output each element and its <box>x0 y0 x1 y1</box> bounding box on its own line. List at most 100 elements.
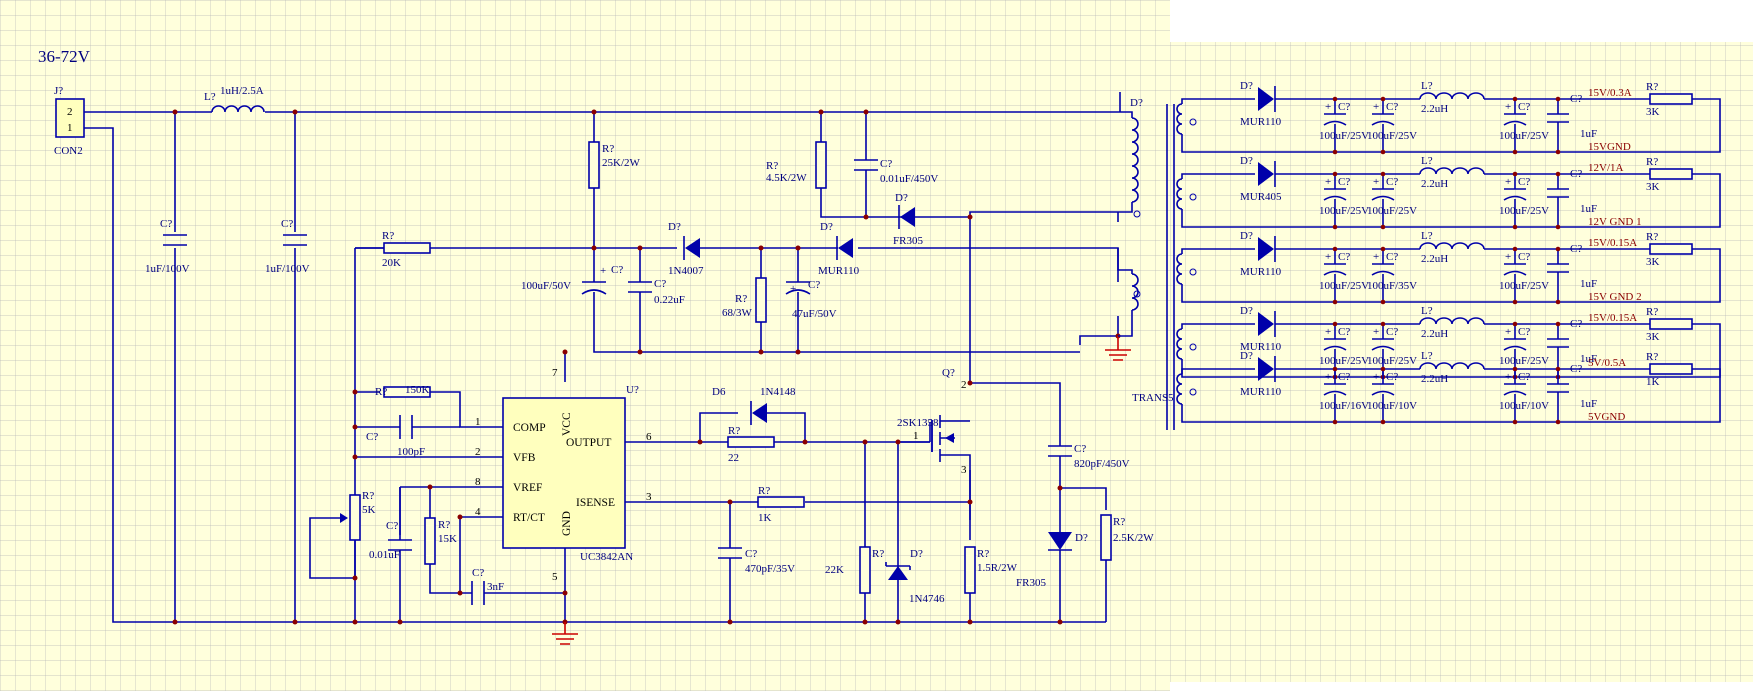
output-channel-1: D?MUR110L?2.2uH+C?100uF/25V+C?100uF/25V+… <box>1176 80 1721 155</box>
svg-text:4: 4 <box>475 506 481 518</box>
cap-polarity-mark: + <box>1373 371 1379 383</box>
output-diode <box>1258 312 1274 336</box>
svg-text:1K: 1K <box>758 512 772 524</box>
output-cap-ref: C? <box>1386 371 1398 383</box>
output-diode-value: MUR110 <box>1240 386 1282 398</box>
svg-text:Q?: Q? <box>942 367 955 379</box>
output-cap-ref: C? <box>1338 176 1350 188</box>
svg-text:1.5R/2W: 1.5R/2W <box>977 562 1018 574</box>
pot-5k: R? 5K <box>340 490 376 541</box>
cap-3nf: C? 3nF <box>471 567 504 605</box>
svg-text:1uH/2.5A: 1uH/2.5A <box>220 85 264 97</box>
cap-0u01: C? 0.01uF <box>369 487 412 561</box>
connector-name: CON2 <box>54 145 83 157</box>
svg-text:22K: 22K <box>825 564 844 576</box>
cap-polarity-mark: + <box>1373 251 1379 263</box>
svg-text:OUTPUT: OUTPUT <box>566 437 611 449</box>
output-voltage-label: 12V/1A <box>1588 162 1624 174</box>
svg-text:8: 8 <box>475 476 481 488</box>
output-load-resistor-ref: R? <box>1646 231 1658 243</box>
input-inductor: L? 1uH/2.5A <box>204 85 265 113</box>
svg-text:C?: C? <box>281 218 293 230</box>
output-inductor <box>1419 92 1485 100</box>
snubber-diode-fr305: D? FR305 <box>1016 510 1088 589</box>
svg-text:2SK1358: 2SK1358 <box>897 417 939 429</box>
output-cap-ref: C? <box>1518 371 1530 383</box>
output-cap-value: 100uF/25V <box>1367 355 1417 367</box>
output-load-resistor <box>1649 243 1693 255</box>
cap-0u22: C? 0.22uF <box>628 278 685 306</box>
output-small-cap-ref: C? <box>1570 318 1582 330</box>
cap-polarity-mark: + <box>1325 176 1331 188</box>
svg-text:1N4746: 1N4746 <box>909 593 945 605</box>
output-diode-value: MUR110 <box>1240 341 1282 353</box>
output-inductor <box>1419 317 1485 325</box>
svg-text:ISENSE: ISENSE <box>576 497 615 509</box>
output-cap-value: 100uF/25V <box>1367 130 1417 142</box>
output-cap-value: 100uF/25V <box>1319 205 1369 217</box>
output-cap-ref: C? <box>1386 101 1398 113</box>
svg-text:VCC: VCC <box>561 412 573 436</box>
output-diode-ref: D? <box>1240 350 1253 362</box>
output-cap-value: 100uF/35V <box>1367 280 1417 292</box>
svg-text:3: 3 <box>646 491 652 503</box>
cap-polarity-mark: + <box>1505 326 1511 338</box>
output-inductor <box>1419 242 1485 250</box>
output-inductor-ref: L? <box>1421 155 1433 167</box>
svg-text:6: 6 <box>646 431 652 443</box>
snubber-cap-0u01: C? 0.01uF/450V <box>854 158 938 185</box>
diode-fr305-top: D? FR305 <box>893 192 923 247</box>
cap-polarity-mark: + <box>1505 371 1511 383</box>
output-load-resistor-value: 3K <box>1646 181 1660 193</box>
svg-text:R?: R? <box>362 490 374 502</box>
svg-text:1: 1 <box>475 416 481 428</box>
svg-text:C?: C? <box>745 548 757 560</box>
cap-polarity-mark: + <box>1373 101 1379 113</box>
svg-text:150K: 150K <box>405 384 430 396</box>
startup-resistor: R? 25K/2W <box>588 141 641 189</box>
svg-text:20K: 20K <box>382 257 401 269</box>
svg-text:TRANS5: TRANS5 <box>1132 392 1174 404</box>
svg-text:1: 1 <box>913 430 919 442</box>
output-voltage-label: 15V/0.3A <box>1588 87 1632 99</box>
output-cap-ref: C? <box>1338 251 1350 263</box>
output-cap-value: 100uF/10V <box>1499 400 1549 412</box>
resistor-22k: R? 22K <box>825 546 884 594</box>
output-load-resistor <box>1649 318 1693 330</box>
svg-text:COMP: COMP <box>513 422 546 434</box>
svg-text:RT/CT: RT/CT <box>513 512 545 524</box>
secondary-outputs: D?MUR110L?2.2uH+C?100uF/25V+C?100uF/25V+… <box>1176 80 1721 425</box>
output-load-resistor <box>1649 168 1693 180</box>
svg-text:3: 3 <box>961 464 967 476</box>
output-cap-value: 100uF/25V <box>1499 130 1549 142</box>
output-diode-value: MUR110 <box>1240 266 1282 278</box>
cap-polarity-mark: + <box>1325 251 1331 263</box>
output-cap-value: 100uF/25V <box>1319 280 1369 292</box>
output-cap-value: 100uF/25V <box>1499 355 1549 367</box>
svg-text:D?: D? <box>895 192 908 204</box>
output-cap-ref: C? <box>1518 176 1530 188</box>
output-load-resistor-ref: R? <box>1646 156 1658 168</box>
output-cap-ref: C? <box>1338 101 1350 113</box>
output-load-resistor-ref: R? <box>1646 306 1658 318</box>
svg-text:C?: C? <box>654 278 666 290</box>
svg-text:470pF/35V: 470pF/35V <box>745 563 795 575</box>
svg-text:100uF/50V: 100uF/50V <box>521 280 571 292</box>
svg-text:C?: C? <box>472 567 484 579</box>
svg-text:C?: C? <box>366 431 378 443</box>
svg-text:1uF/100V: 1uF/100V <box>265 263 310 275</box>
svg-text:0.01uF: 0.01uF <box>369 549 400 561</box>
svg-text:7: 7 <box>552 367 558 379</box>
diode-d6-1n4148: D6 1N4148 <box>712 386 796 425</box>
junction-dots <box>172 109 1121 625</box>
output-inductor-value: 2.2uH <box>1421 103 1448 115</box>
output-small-cap-value: 1uF <box>1580 203 1597 215</box>
connector-pin-1: 1 <box>67 122 73 134</box>
svg-text:R?: R? <box>728 425 740 437</box>
svg-text:D?: D? <box>668 221 681 233</box>
resistor-20k: R? 20K <box>355 230 431 269</box>
output-small-cap-value: 1uF <box>1580 278 1597 290</box>
output-cap-value: 100uF/16V <box>1319 400 1369 412</box>
output-cap-value: 100uF/25V <box>1499 205 1549 217</box>
